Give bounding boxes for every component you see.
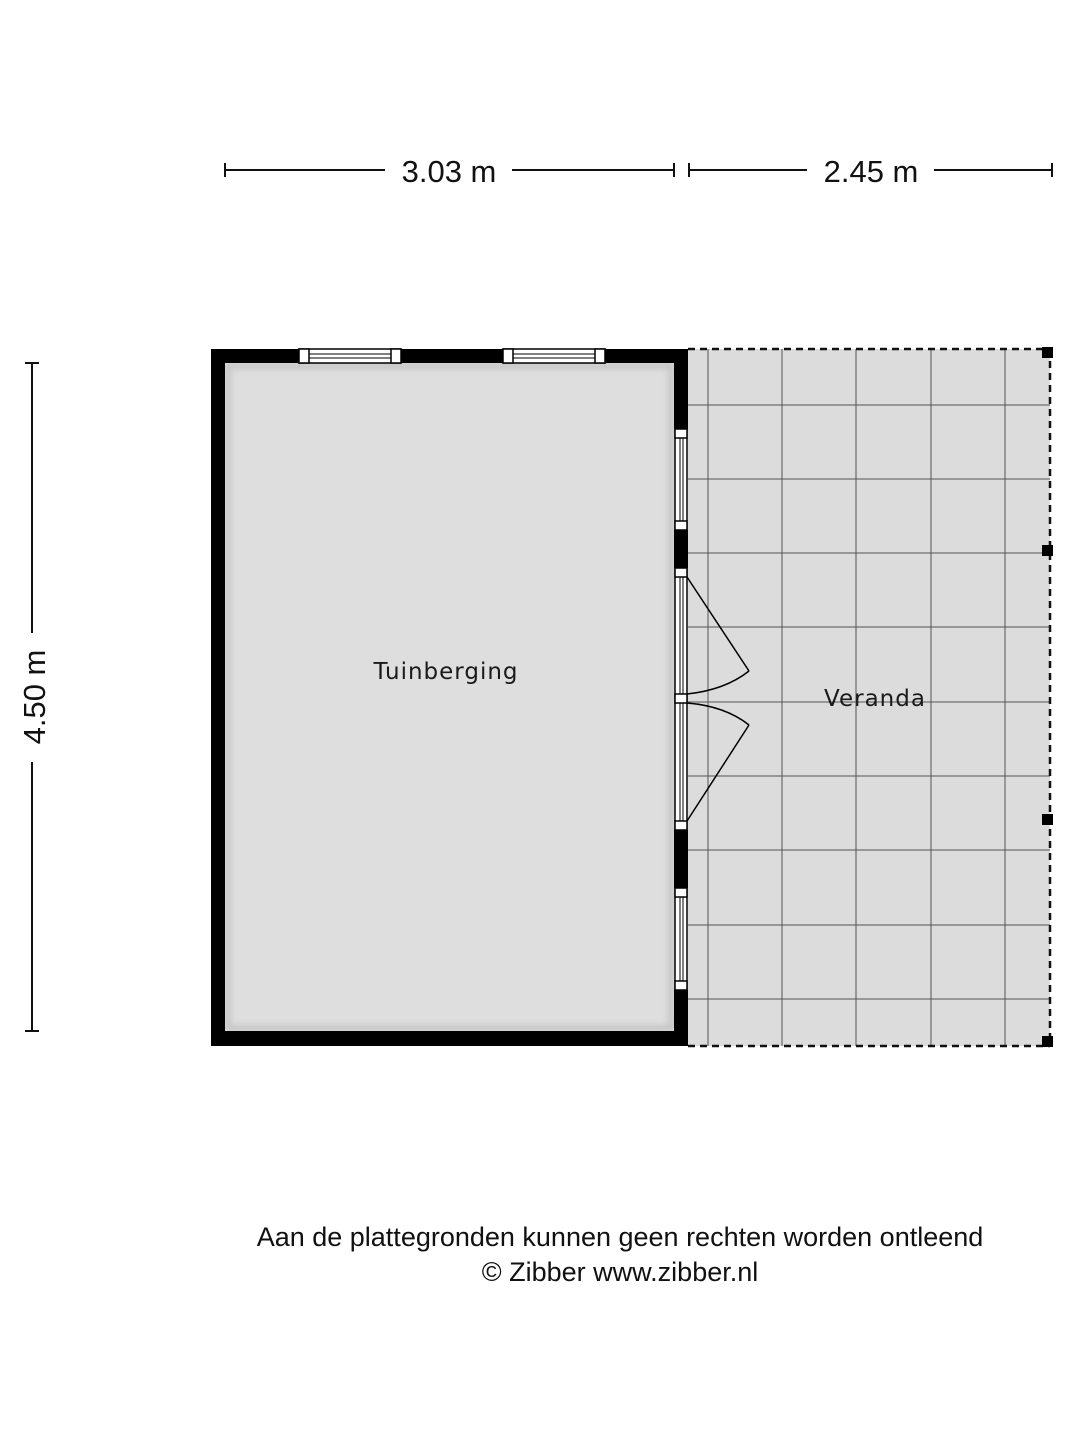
footer-copyright: © Zibber www.zibber.nl [481,1257,759,1287]
dimension-top-left [224,163,675,177]
dimension-left [25,362,39,1032]
post [1042,814,1053,825]
storage-floor [225,363,674,1031]
porch-posts [1042,347,1053,1047]
post [1042,545,1053,556]
door-leaf-lower [686,702,750,822]
dimension-label-width-storage: 3.03 m [402,154,497,189]
window-top-right [502,348,606,364]
dimension-label-depth: 4.50 m [17,650,52,745]
footer-disclaimer: Aan de plattegronden kunnen geen rechten… [256,1222,984,1252]
porch-grid [688,349,1050,1046]
door-leaf-upper [686,576,750,695]
window-right-lower [674,887,688,991]
porch-outline [688,347,1052,1048]
window-top-left [298,348,402,364]
porch-floor [688,349,1050,1046]
room-label-porch: Veranda [824,686,926,712]
post [1042,347,1053,358]
double-door [674,567,750,831]
window-right-upper [674,428,688,531]
dimension-top-right [688,163,1053,177]
post [1042,1036,1053,1047]
dimension-label-width-porch: 2.45 m [824,154,919,189]
storage-inner-shadow [225,363,674,1031]
room-label-storage: Tuinberging [372,659,518,685]
